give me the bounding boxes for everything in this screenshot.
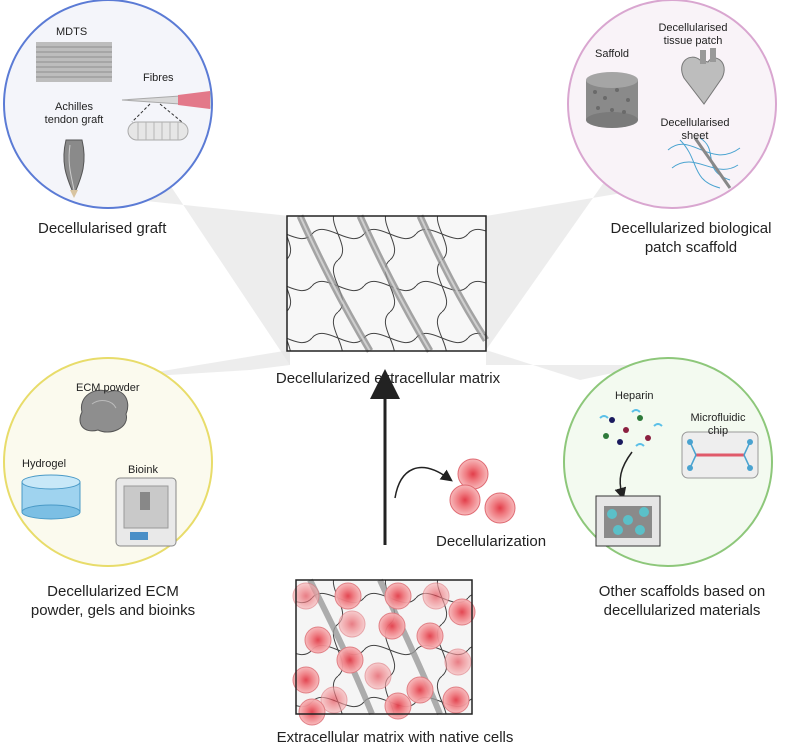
heparin-label: Heparin	[615, 390, 654, 402]
native-cell	[448, 598, 476, 626]
decellularized-matrix-caption: Decellularized extracellular matrix	[275, 370, 501, 387]
heparin-arrow	[614, 451, 633, 500]
other-scaffolds-panel	[563, 357, 773, 567]
biological-patch-caption-line2: patch scaffold	[644, 239, 738, 256]
native-cell	[298, 698, 326, 726]
ecm-powder-caption-line1: Decellularized ECM	[47, 583, 179, 600]
removed-cells-icon	[449, 458, 516, 524]
native-cell	[422, 582, 450, 610]
achilles-label: Achilles tendon graft	[44, 101, 104, 127]
bioink-label: Bioink	[128, 464, 158, 476]
scaffold-icon	[586, 72, 638, 128]
native-cell	[442, 686, 470, 714]
biological-patch-panel	[567, 0, 777, 209]
mdts-icon	[36, 42, 112, 82]
sheet-label-line1: Decellularised	[660, 117, 730, 129]
cells-removed-arrow	[394, 467, 453, 499]
decellularization-caption: Decellularization	[436, 533, 547, 550]
decellularized-matrix-image	[286, 214, 489, 353]
sheet-label: Decellularised sheet	[655, 117, 735, 143]
microfluidic-chip-icon	[681, 431, 759, 479]
mdts-label: MDTS	[56, 26, 88, 38]
bioprinter-icon	[115, 477, 177, 547]
achilles-tendon-icon	[63, 139, 85, 198]
hydrogel-label: Hydrogel	[22, 458, 67, 470]
native-cell	[378, 612, 406, 640]
ecm-powder-caption: Decellularized ECM powder, gels and bioi…	[18, 582, 208, 620]
biological-patch-caption: Decellularized biological patch scaffold	[605, 219, 777, 257]
native-cell	[384, 582, 412, 610]
heparin-icon	[599, 409, 663, 447]
other-scaffolds-caption-line1: Other scaffolds based on	[598, 583, 766, 600]
decellularised-graft-panel	[3, 0, 213, 209]
tissue-patch-label-line2: tissue patch	[663, 35, 723, 47]
ecm-powder-panel	[3, 357, 213, 567]
ecm-powder-icon	[79, 389, 129, 433]
ecm-powder-label: ECM powder	[76, 382, 140, 394]
tissue-patch-label-line1: Decellularised	[658, 22, 728, 34]
ecm-powder-caption-line2: powder, gels and bioinks	[30, 602, 196, 619]
native-cell	[304, 626, 332, 654]
saffold-label: Saffold	[595, 48, 630, 60]
native-cell	[338, 610, 366, 638]
heart-icon	[681, 48, 725, 105]
native-cells-matrix-image	[292, 578, 476, 726]
native-cell	[334, 582, 362, 610]
heparin-scaffold-icon	[595, 495, 661, 547]
microfluidic-chip-label-line2: chip	[707, 425, 729, 437]
native-cell	[292, 582, 320, 610]
sheet-icon	[667, 137, 741, 189]
native-cell	[406, 676, 434, 704]
native-cell	[384, 692, 412, 720]
fibres-label: Fibres	[143, 72, 174, 84]
microfluidic-chip-label: Microfluidic chip	[683, 412, 753, 438]
biological-patch-caption-line1: Decellularized biological	[610, 220, 772, 237]
native-cell	[364, 662, 392, 690]
native-cell	[292, 666, 320, 694]
hydrogel-icon	[21, 474, 81, 520]
sheet-label-line2: sheet	[681, 130, 709, 142]
cone-bottom-right	[486, 350, 650, 380]
native-cell	[416, 622, 444, 650]
decellularised-graft-caption: Decellularised graft	[38, 220, 167, 237]
achilles-label-line2: tendon graft	[44, 114, 104, 126]
achilles-label-line1: Achilles	[55, 101, 93, 113]
cone-bottom-left	[120, 350, 290, 378]
other-scaffolds-caption: Other scaffolds based on decellularized …	[592, 582, 772, 620]
native-cell	[320, 686, 348, 714]
native-cell	[444, 648, 472, 676]
tissue-patch-label: Decellularised tissue patch	[653, 22, 733, 48]
fibres-icon	[121, 91, 211, 141]
microfluidic-chip-label-line1: Microfluidic	[690, 412, 746, 424]
native-cell	[336, 646, 364, 674]
other-scaffolds-caption-line2: decellularized materials	[603, 602, 761, 619]
native-cells-caption: Extracellular matrix with native cells	[276, 729, 514, 746]
